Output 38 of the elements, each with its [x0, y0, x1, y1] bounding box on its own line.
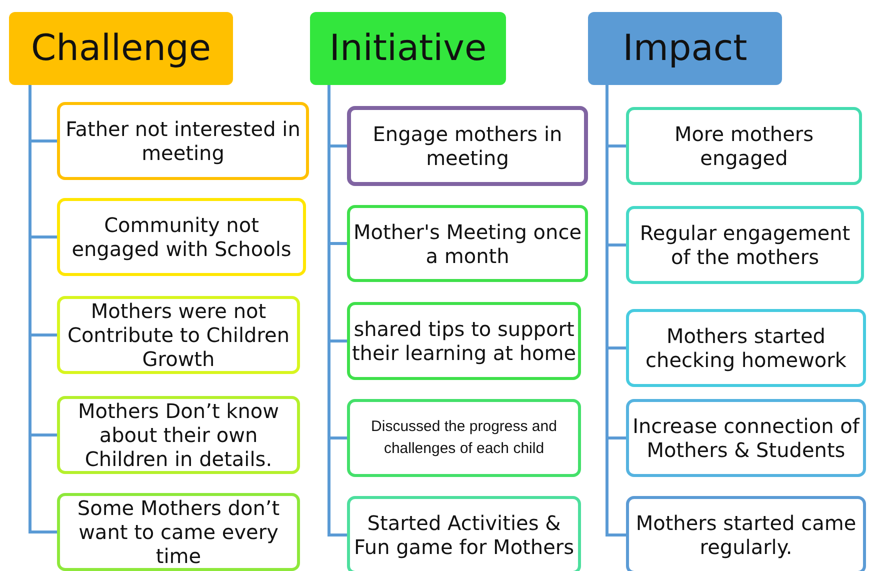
text-box	[626, 206, 864, 284]
column-header	[310, 12, 506, 85]
box-text: Increase connection of Mothers & Students	[632, 414, 861, 462]
text-box	[626, 496, 866, 571]
text-box	[626, 107, 862, 185]
box-text: Mothers Don’t know about their own Children in details.	[76, 399, 280, 471]
text-box	[347, 399, 581, 477]
box-text: Started Activities & Fun game for Mothers	[352, 511, 576, 559]
box-text: Father not interested in meeting	[64, 117, 302, 165]
box-text: Mother's Meeting once a month	[352, 220, 583, 268]
box-text: Community not engaged with Schools	[70, 213, 292, 261]
text-box	[57, 198, 306, 276]
header-text: Initiative	[329, 28, 487, 69]
box-text: More mothers engaged	[673, 122, 815, 170]
text-box	[57, 396, 300, 474]
header-text: Impact	[622, 28, 748, 69]
box-text: Some Mothers don’t want to came every time	[76, 496, 281, 568]
column-header	[9, 12, 233, 85]
text-box	[347, 302, 581, 380]
connector-line	[28, 85, 57, 534]
box-text: Discussed the progress and challenges of each child	[370, 417, 558, 459]
column-header	[588, 12, 782, 85]
box-text: Mothers started came regularly.	[634, 511, 858, 559]
connector-line	[328, 85, 347, 536]
text-box	[347, 106, 588, 186]
text-box	[626, 399, 866, 477]
text-box	[57, 493, 300, 571]
text-box	[626, 309, 866, 387]
header-text: Challenge	[31, 28, 211, 69]
connector-line	[606, 85, 626, 536]
box-text: Regular engagement of the mothers	[638, 221, 852, 269]
text-box	[57, 102, 309, 180]
box-text: Mothers started checking homework	[644, 324, 848, 372]
box-text: Mothers were not Contribute to Children Growth	[66, 299, 291, 371]
box-text: Engage mothers in meeting	[372, 122, 564, 170]
box-text: shared tips to support their learning at home	[350, 317, 578, 365]
text-box	[347, 205, 588, 282]
text-box	[347, 496, 581, 571]
